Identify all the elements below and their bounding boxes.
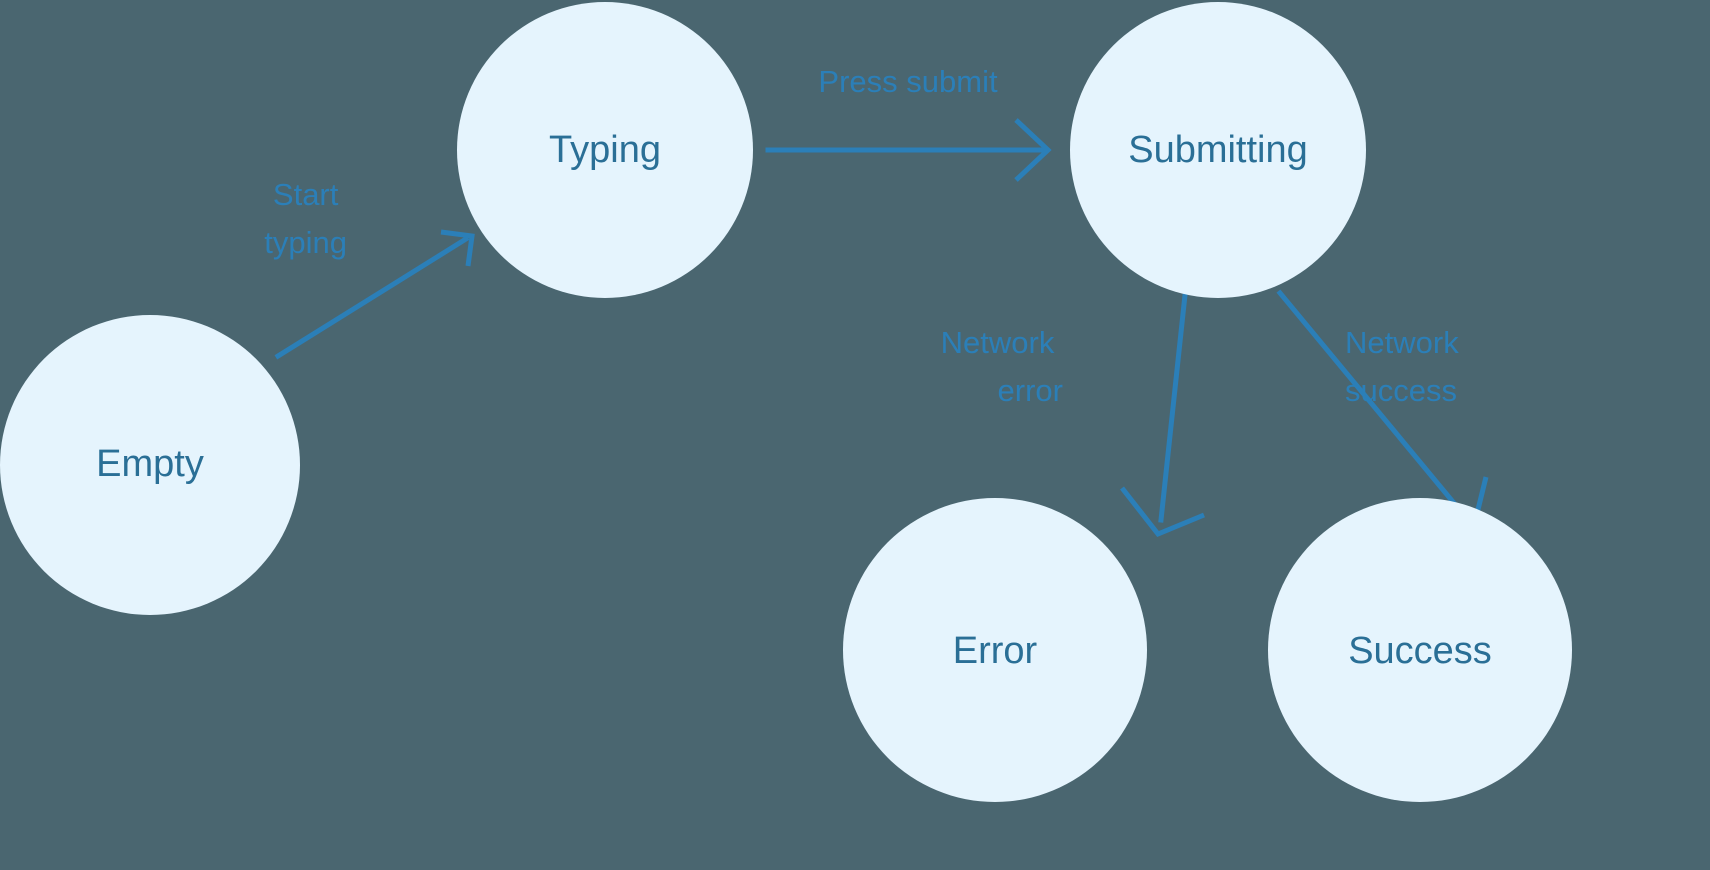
edge-label-network-success: Network success [1345, 325, 1467, 408]
node-empty[interactable]: Empty [0, 315, 300, 615]
node-submitting-label: Submitting [1128, 129, 1308, 171]
edge-label-network-error: Network error [941, 325, 1063, 408]
edge-label-press-submit: Press submit [818, 64, 998, 99]
node-typing-circle[interactable] [457, 2, 753, 298]
edge-label-line: Start [273, 177, 339, 212]
edge-label-line: success [1345, 373, 1457, 408]
node-success-label: Success [1348, 630, 1492, 672]
edge-label-start-typing: Start typing [264, 177, 347, 260]
node-submitting[interactable]: Submitting [1070, 2, 1366, 298]
edge-typing-to-submitting: Press submit [765, 64, 1052, 182]
edge-typing-to-submitting-arrowhead-icon [1014, 118, 1052, 182]
edge-label-line: typing [264, 225, 347, 260]
node-empty-label: Empty [96, 443, 204, 485]
node-success-circle[interactable] [1268, 498, 1572, 802]
edge-label-line: Network [941, 325, 1055, 360]
node-typing-label: Typing [549, 129, 661, 171]
node-error-label: Error [953, 630, 1038, 672]
edge-empty-to-typing-arrowhead-icon [440, 229, 475, 267]
edge-empty-to-typing: Start typing [264, 177, 475, 360]
edge-label-line: Network [1345, 325, 1459, 360]
edge-label-line: Press submit [818, 64, 998, 99]
node-submitting-circle[interactable] [1070, 2, 1366, 298]
node-error[interactable]: Error [843, 498, 1147, 802]
node-empty-circle[interactable] [0, 315, 300, 615]
edge-submitting-to-error: Network error [941, 292, 1205, 538]
edge-submitting-to-success: Network success [1276, 289, 1489, 538]
edge-submitting-to-error-arrowhead-icon [1120, 486, 1205, 538]
edge-submitting-to-success-line [1276, 289, 1472, 524]
edge-empty-to-typing-line [274, 235, 470, 360]
node-success[interactable]: Success [1268, 498, 1572, 802]
edge-submitting-to-error-line [1158, 292, 1188, 523]
node-typing[interactable]: Typing [457, 2, 753, 298]
edge-label-line: error [998, 373, 1063, 408]
node-error-circle[interactable] [843, 498, 1147, 802]
